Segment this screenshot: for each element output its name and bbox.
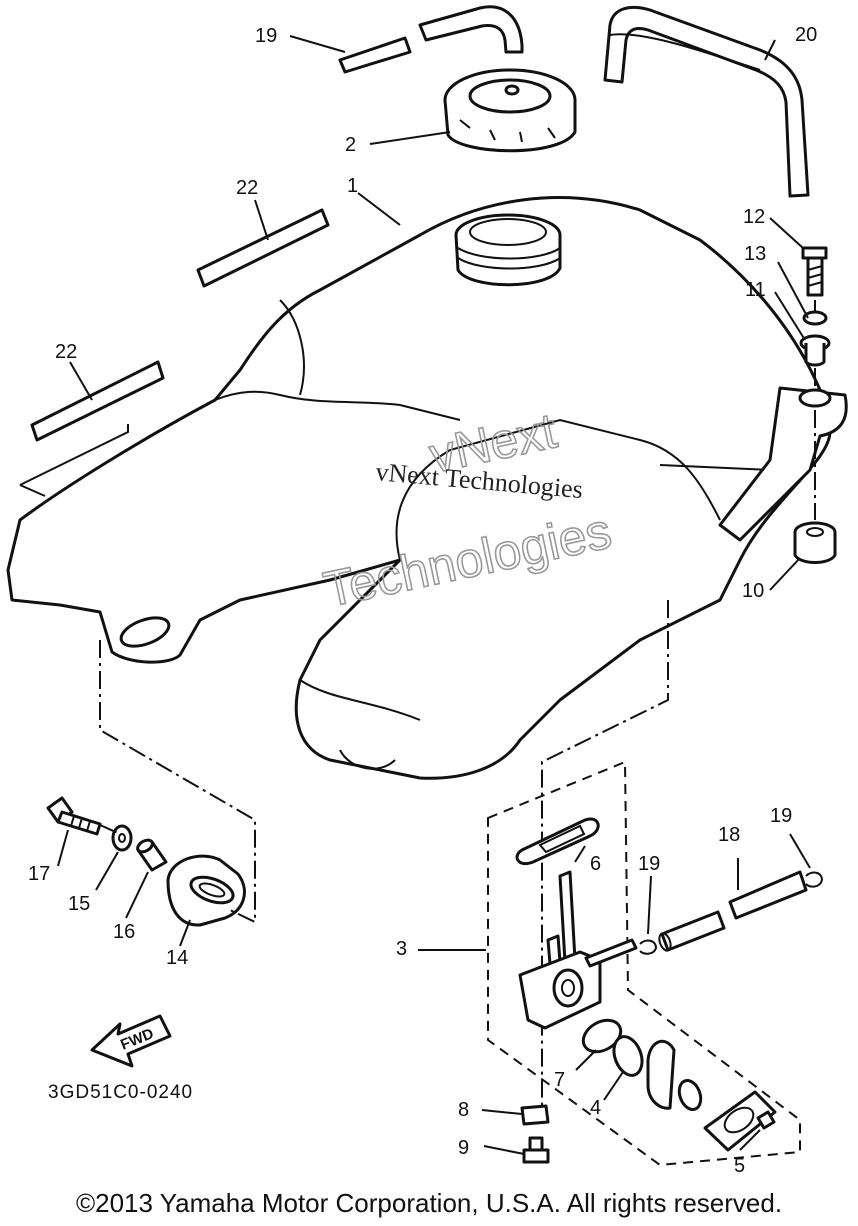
callout-16: 16	[113, 921, 135, 943]
callout-22-upper: 22	[236, 177, 258, 199]
callout-19-upper: 19	[770, 805, 792, 827]
callout-5: 5	[734, 1155, 745, 1177]
callout-17: 17	[28, 863, 50, 885]
fuel-cock-3[interactable]	[518, 870, 638, 1030]
callout-3: 3	[396, 938, 407, 960]
callout-1: 1	[347, 175, 358, 197]
diagram-code: 3GD51C0-0240	[48, 1082, 193, 1103]
callout-10: 10	[742, 580, 764, 602]
callout-9: 9	[458, 1137, 469, 1159]
bolt-17[interactable]	[46, 796, 102, 836]
callout-22-lower: 22	[55, 341, 77, 363]
callout-19-lower: 19	[638, 853, 660, 875]
callout-18: 18	[718, 824, 740, 846]
leader-lines	[57, 35, 811, 1155]
copyright-notice: ©2013 Yamaha Motor Corporation, U.S.A. A…	[75, 1188, 783, 1218]
drain-bolt-9[interactable]	[522, 1136, 550, 1164]
fuel-hose-18[interactable]	[657, 870, 808, 952]
callout-4: 4	[590, 1097, 601, 1119]
damper-22-lower[interactable]	[19, 360, 165, 497]
clip-19-upper[interactable]	[805, 871, 824, 888]
collar-16[interactable]	[136, 838, 168, 872]
cover-7[interactable]	[578, 1014, 627, 1058]
callout-12: 12	[743, 206, 765, 228]
callout-8: 8	[458, 1099, 469, 1121]
callout-7: 7	[554, 1069, 565, 1091]
callout-13: 13	[744, 243, 766, 265]
o-ring-4[interactable]	[609, 1033, 647, 1079]
vent-hose-20[interactable]	[338, 5, 524, 74]
callout-20: 19	[255, 25, 277, 47]
collar-11[interactable]	[799, 334, 831, 367]
lever-parts[interactable]	[646, 1039, 705, 1112]
callout-2: 2	[345, 134, 356, 156]
damper-14[interactable]	[166, 854, 246, 927]
fwd-arrow-icon: FWD	[90, 1014, 172, 1068]
plate-5[interactable]	[703, 1090, 777, 1152]
washer-15[interactable]	[111, 824, 133, 852]
damper-22-upper[interactable]	[196, 208, 330, 288]
gasket-6[interactable]	[515, 817, 600, 865]
hose-21[interactable]	[603, 5, 810, 198]
clip-19-lower[interactable]	[639, 939, 658, 955]
callout-numbers: 19 2 20 1 22 22 12 13 11 10 17 15 16 14 …	[28, 24, 817, 1177]
gasket-8[interactable]	[520, 1104, 550, 1126]
damper-10[interactable]	[793, 521, 837, 564]
bolt-12[interactable]	[801, 246, 828, 297]
callout-15: 15	[68, 893, 90, 915]
fuel-cap-2[interactable]	[443, 68, 577, 153]
callout-6: 6	[590, 853, 601, 875]
callout-14: 14	[166, 947, 188, 969]
callout-21: 20	[795, 24, 817, 46]
callout-11: 11	[745, 279, 766, 301]
